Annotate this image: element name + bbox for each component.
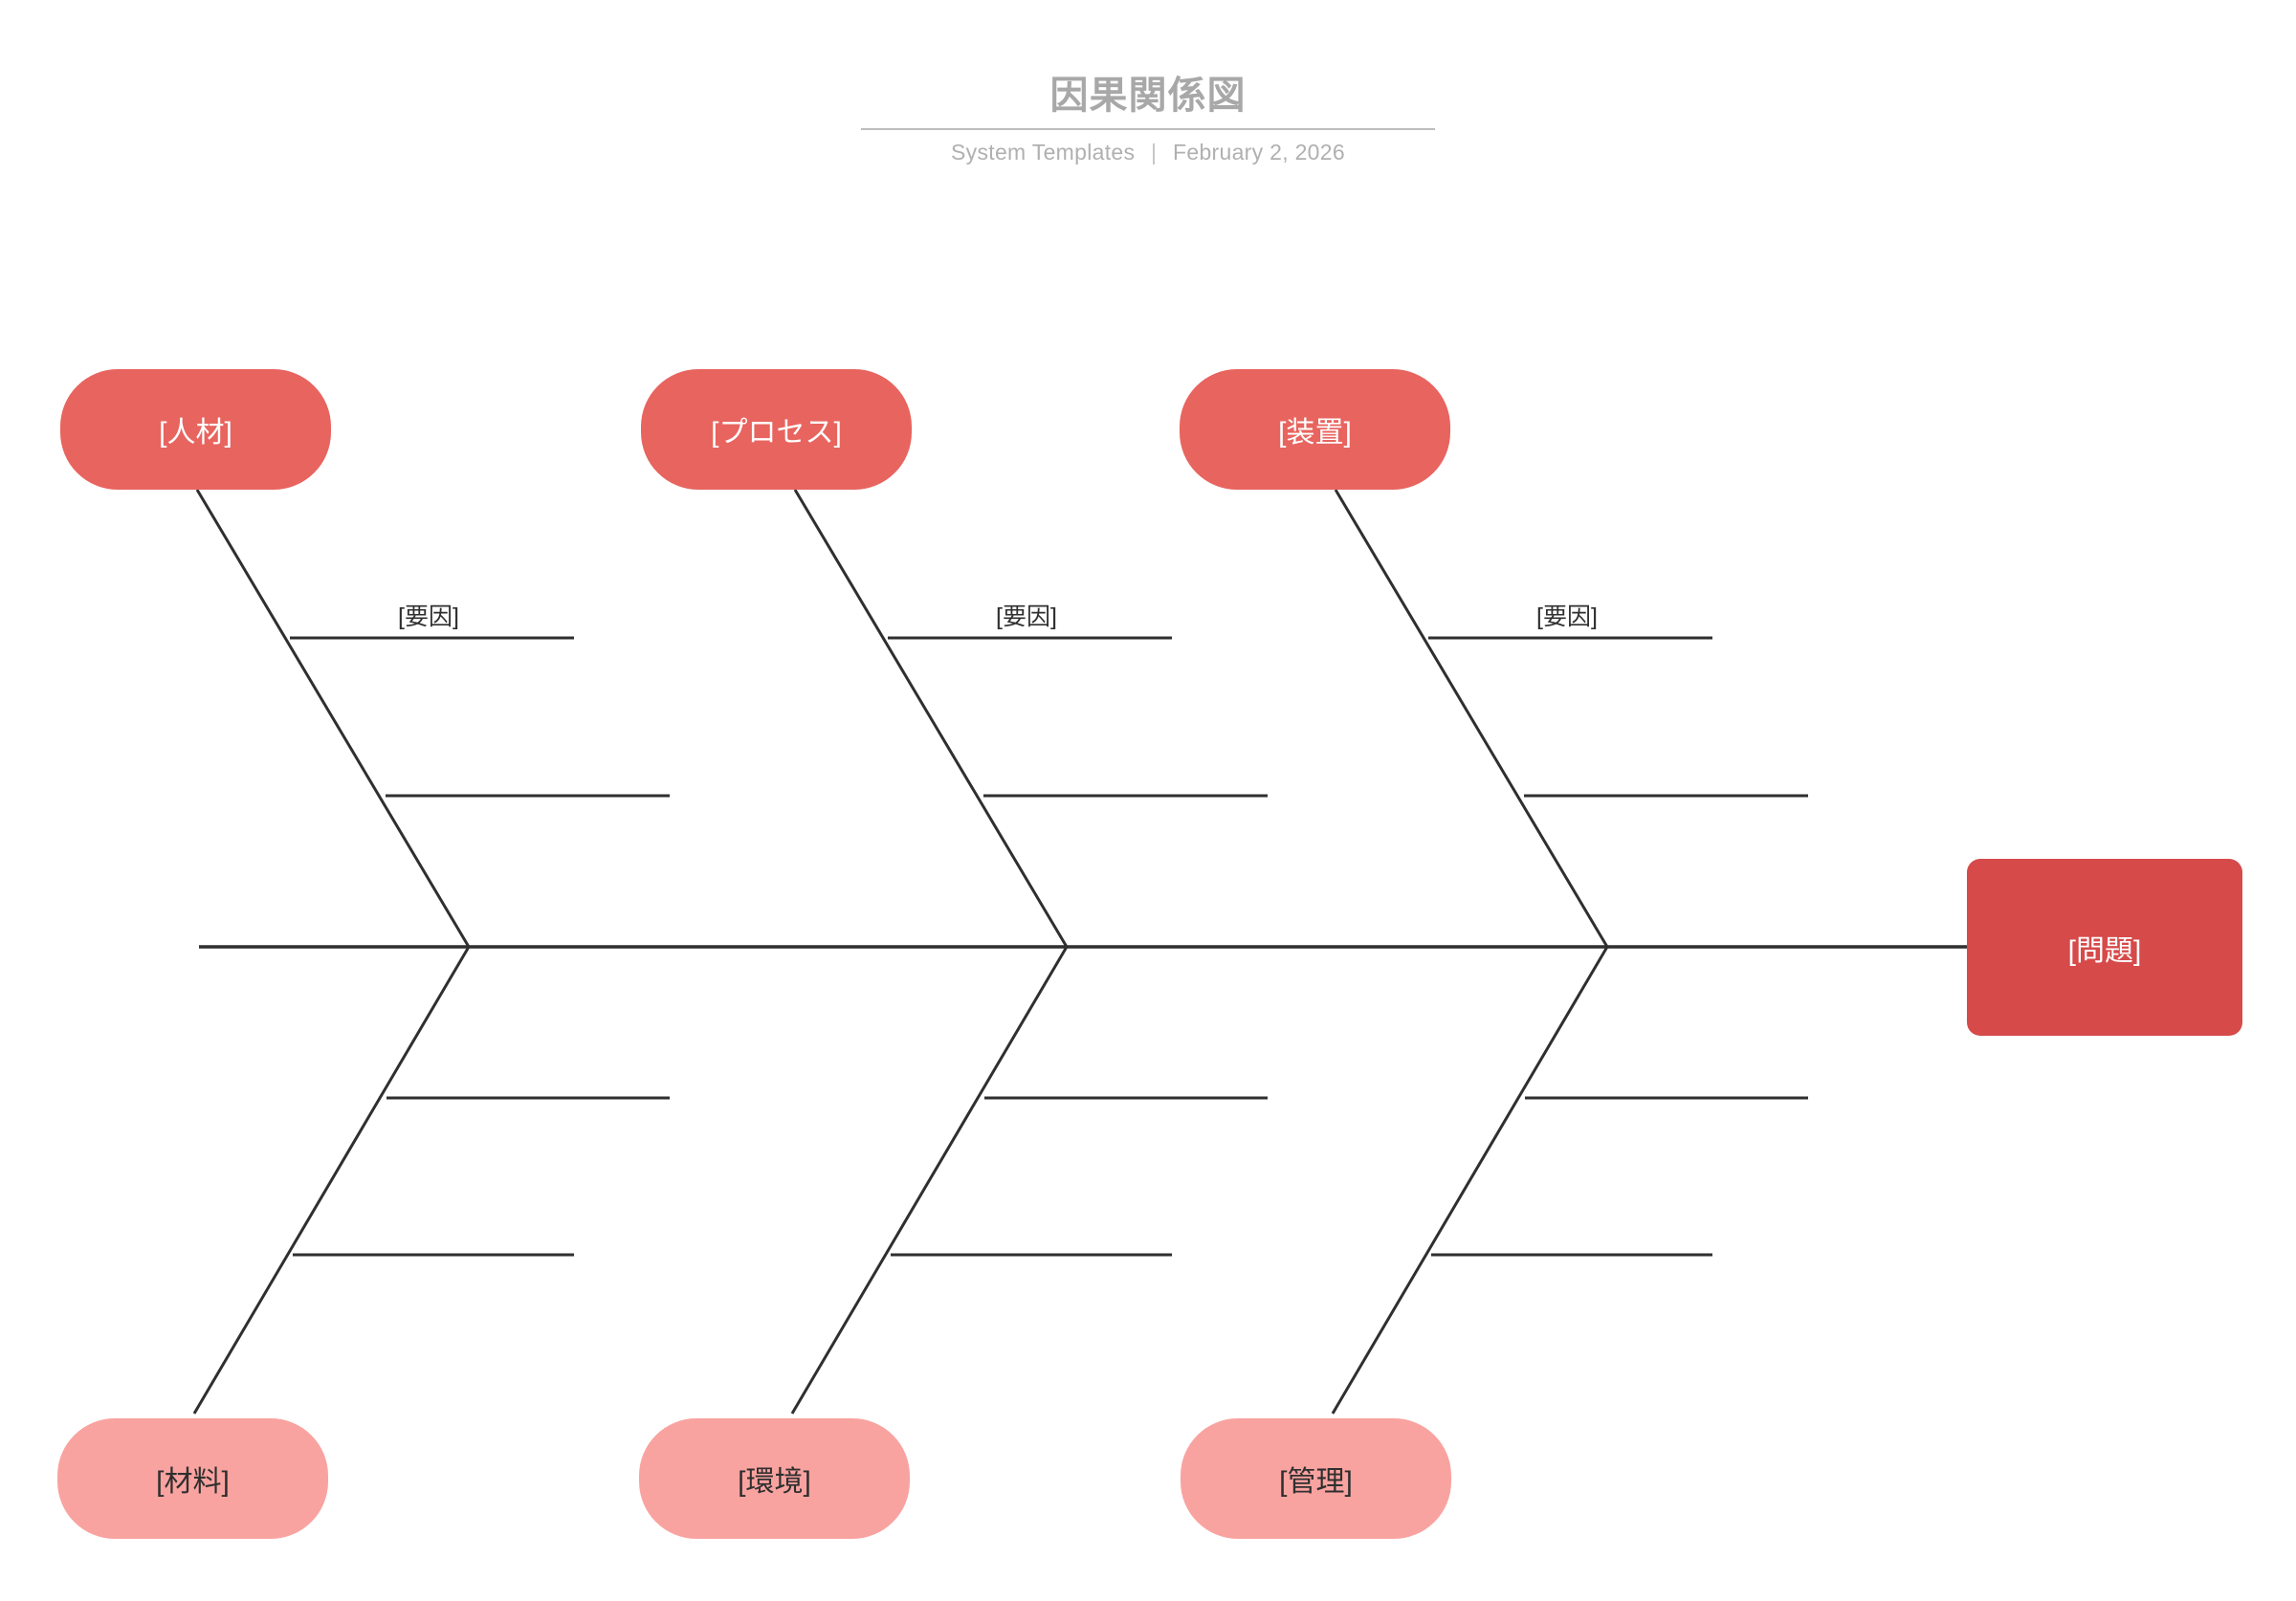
title-divider xyxy=(861,128,1435,130)
diagonal-bone-kanri xyxy=(1331,946,1609,1415)
category-label: [管理] xyxy=(1279,1466,1353,1498)
category-box-zairyo[interactable]: [材料] xyxy=(57,1418,328,1539)
effect-label: [問題] xyxy=(2067,934,2142,967)
bone-group-2 xyxy=(790,489,1268,1415)
subtitle-separator: | xyxy=(1151,140,1158,164)
diagonal-bone-souchi xyxy=(1334,489,1609,948)
category-label: [材料] xyxy=(156,1466,230,1498)
document-subtitle: System Templates | February 2, 2026 xyxy=(0,140,2296,165)
bone-group-1 xyxy=(192,489,670,1415)
category-label: [装置] xyxy=(1278,417,1352,449)
bone-group-3 xyxy=(1331,489,1808,1415)
diagonal-bone-zairyo xyxy=(192,946,471,1415)
category-label: [プロセス] xyxy=(711,417,842,449)
diagonal-bone-kankyo xyxy=(790,946,1069,1415)
category-box-jinzai[interactable]: [人材] xyxy=(60,369,331,490)
subtitle-organization: System Templates xyxy=(951,140,1136,164)
category-box-souchi[interactable]: [装置] xyxy=(1180,369,1450,490)
cause-label-2[interactable]: [要因] xyxy=(996,603,1057,630)
category-box-kanri[interactable]: [管理] xyxy=(1181,1418,1451,1539)
category-box-process[interactable]: [プロセス] xyxy=(641,369,912,490)
document-header: 因果関係図 System Templates | February 2, 202… xyxy=(0,75,2296,165)
effect-box-problem[interactable]: [問題] xyxy=(1967,859,2242,1036)
cause-label-3[interactable]: [要因] xyxy=(1536,603,1598,630)
diagonal-bone-jinzai xyxy=(195,489,471,948)
cause-label-1[interactable]: [要因] xyxy=(398,603,459,630)
category-box-kankyo[interactable]: [環境] xyxy=(639,1418,910,1539)
subtitle-date: February 2, 2026 xyxy=(1173,140,1345,164)
page-title: 因果関係図 xyxy=(1049,75,1247,117)
category-label: [環境] xyxy=(738,1466,811,1498)
category-label: [人材] xyxy=(159,417,232,449)
diagonal-bone-process xyxy=(793,489,1069,948)
